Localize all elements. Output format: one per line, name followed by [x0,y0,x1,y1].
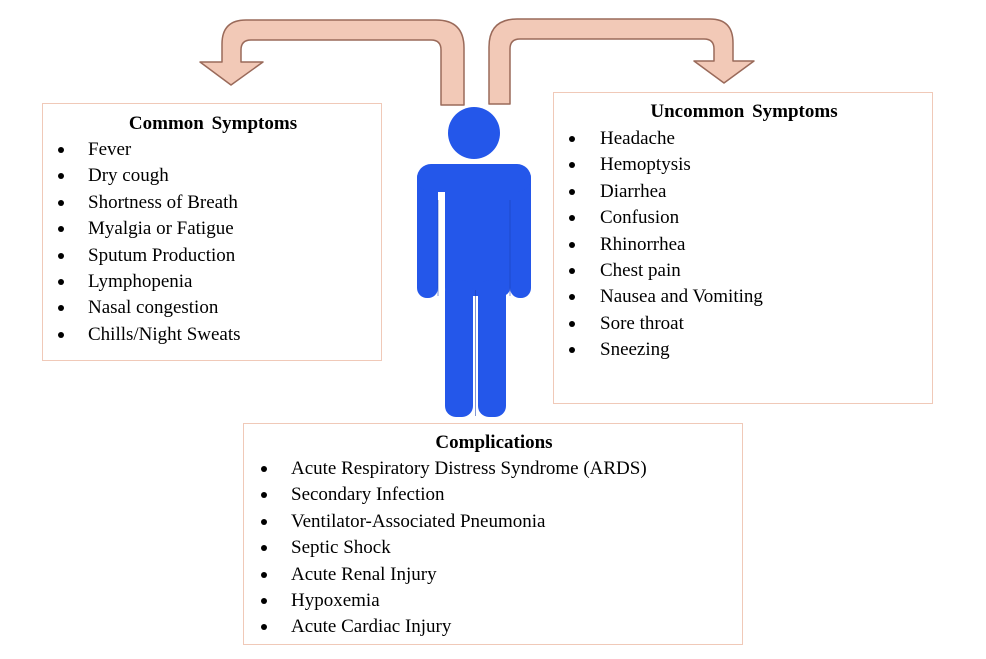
bullet-icon [569,136,575,142]
list-item-label: Chest pain [600,259,681,281]
list-item-label: Ventilator-Associated Pneumonia [291,510,546,532]
figure-shoulders [417,164,531,192]
figure-left-arm [417,168,438,298]
figure-right-arm [510,168,531,298]
list-item-label: Fever [88,139,132,160]
complications-title: Complications [435,432,553,453]
bullet-icon [58,199,64,206]
bullet-icon [569,320,575,327]
bullet-icon [261,545,267,552]
list-item-label: Rhinorrhea [600,233,686,255]
complications-panel: Complications Acute Respiratory Distress… [243,423,743,645]
bullet-icon [58,331,64,338]
list-item-label: Hemoptysis [600,154,691,176]
list-item-label: Diarrhea [600,180,667,202]
bullet-icon [569,294,575,301]
bullet-icon [58,147,64,153]
list-item-label: Confusion [600,207,680,229]
bullet-icon [261,571,267,578]
list-item-label: Lymphopenia [88,270,193,292]
common-symptoms-title: Common Symptoms [128,113,298,134]
bullet-icon [569,241,575,248]
bullet-icon [58,305,64,312]
figure-torso-main [445,166,510,296]
list-item-label: Hypoxemia [291,589,380,611]
human-figure-icon [417,107,531,417]
list-item-label: Chills/Night Sweats [88,323,241,345]
list-item-label: Dry cough [88,165,169,187]
bullet-icon [569,267,575,274]
bullet-icon [569,347,575,354]
list-item-label: Headache [600,128,675,149]
list-item-label: Sore throat [600,312,684,334]
list-item-label: Acute Renal Injury [291,563,437,585]
bullet-icon [261,597,267,604]
list-item-label: Shortness of Breath [88,191,238,213]
list-item-label: Sneezing [600,339,670,361]
list-item-label: Sputum Production [88,244,236,266]
list-item-label: Secondary Infection [291,484,445,506]
figure-outline [437,200,511,416]
figure-head [448,107,500,159]
list-item-label: Nasal congestion [88,297,219,319]
figure-left-leg [445,280,473,417]
left-curved-arrow [199,19,465,106]
bullet-icon [58,173,64,180]
bullet-icon [261,518,267,525]
bullet-icon [569,215,575,222]
bullet-icon [261,492,267,499]
bullet-icon [261,466,267,472]
bullet-icon [569,162,575,169]
bullet-icon [58,226,64,233]
list-item-label: Septic Shock [291,537,391,559]
right-curved-arrow [488,18,755,105]
uncommon-symptoms-title: Uncommon Symptoms [650,101,838,122]
bullet-icon [58,278,64,285]
bullet-icon [58,252,64,259]
list-item-label: Myalgia or Fatigue [88,218,234,240]
list-item-label: Acute Cardiac Injury [291,616,452,638]
bullet-icon [261,624,267,631]
bullet-icon [569,188,575,195]
list-item-label: Nausea and Vomiting [600,286,763,308]
list-item-label: Acute Respiratory Distress Syndrome (ARD… [291,458,647,479]
figure-right-leg [478,280,506,417]
